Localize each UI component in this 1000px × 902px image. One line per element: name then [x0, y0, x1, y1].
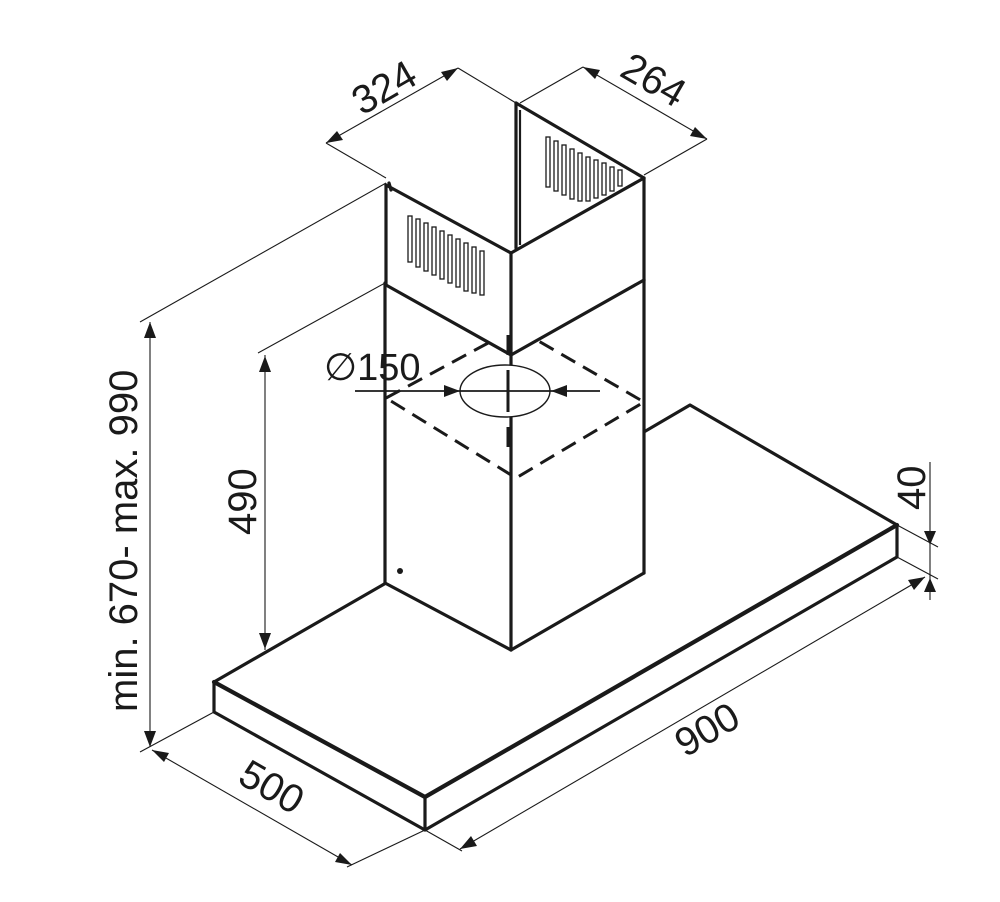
label-canopy-depth: 500 [232, 752, 312, 823]
label-canopy-thickness: 40 [890, 466, 934, 511]
duct-opening [355, 335, 600, 447]
label-lower-chimney-height: 490 [221, 468, 265, 535]
label-chimney-depth: 264 [614, 45, 694, 116]
vent-slots-left [407, 215, 485, 296]
label-chimney-width: 324 [345, 52, 425, 123]
label-total-height: min. 670- max. 990 [102, 370, 146, 712]
label-duct-diameter: ∅150 [324, 347, 421, 389]
screw-dot [397, 568, 403, 574]
vent-slots-right [545, 136, 623, 202]
dimension-lines [139, 66, 939, 868]
label-canopy-width: 900 [668, 694, 748, 765]
upper-chimney [384, 101, 646, 357]
lower-chimney [383, 278, 647, 652]
